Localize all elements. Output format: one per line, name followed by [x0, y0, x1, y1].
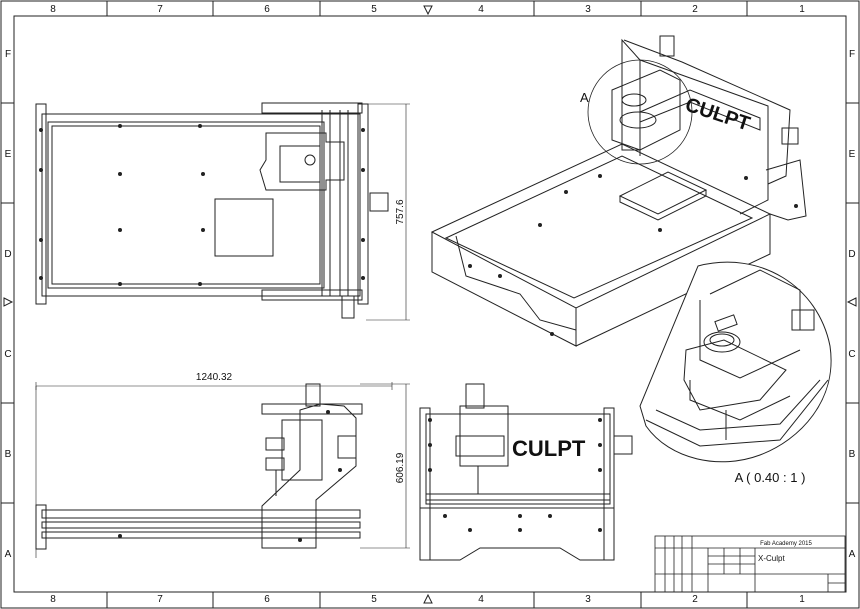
col-label-bottom: 8 — [50, 594, 56, 605]
detail-label: A ( 0.40 : 1 ) — [735, 470, 806, 485]
detail-circle — [587, 59, 693, 165]
col-label-top: 1 — [799, 4, 805, 15]
col-label-bottom: 3 — [585, 594, 591, 605]
row-label-right: A — [849, 549, 856, 560]
row-label-right: D — [848, 249, 855, 260]
col-label-top: 5 — [371, 4, 377, 15]
row-label-left: A — [5, 549, 12, 560]
title-block-header: Fab Academy 2015 — [760, 541, 812, 547]
column-labels: 8 7 6 5 4 3 2 1 8 7 6 5 4 3 2 1 — [50, 4, 805, 605]
right-view-branding: CULPT — [512, 436, 586, 461]
row-label-right: C — [848, 349, 855, 360]
col-label-top: 8 — [50, 4, 56, 15]
inner-border — [13, 15, 847, 593]
col-label-bottom: 7 — [157, 594, 163, 605]
row-label-right: E — [849, 149, 856, 160]
dimension-front-width: 1240.32 — [196, 372, 233, 383]
row-labels: F E D C B A F E D C B A — [4, 49, 855, 560]
col-label-bottom: 2 — [692, 594, 698, 605]
row-label-left: D — [4, 249, 11, 260]
row-label-left: C — [4, 349, 11, 360]
dimension-top-height: 757.6 — [395, 199, 406, 224]
col-label-top: 6 — [264, 4, 270, 15]
top-view — [35, 102, 410, 321]
row-label-left: F — [5, 49, 11, 60]
detail-view — [639, 261, 832, 463]
title-block — [654, 535, 846, 593]
row-label-left: B — [5, 449, 12, 460]
col-label-bottom: 1 — [799, 594, 805, 605]
workpiece-top — [214, 198, 274, 257]
dimension-front-height: 606.19 — [395, 452, 406, 483]
col-label-bottom: 6 — [264, 594, 270, 605]
isometric-view — [430, 35, 807, 347]
title-block-name: X-Culpt — [758, 554, 785, 563]
col-label-bottom: 5 — [371, 594, 377, 605]
col-label-bottom: 4 — [478, 594, 484, 605]
col-label-top: 2 — [692, 4, 698, 15]
row-label-left: E — [5, 149, 12, 160]
row-label-right: F — [849, 49, 855, 60]
right-view — [419, 383, 633, 561]
row-label-right: B — [849, 449, 856, 460]
center-marks — [3, 5, 857, 604]
col-label-top: 7 — [157, 4, 163, 15]
col-label-top: 4 — [478, 4, 484, 15]
detail-marker: A — [580, 90, 589, 105]
front-view — [35, 382, 410, 558]
col-label-top: 3 — [585, 4, 591, 15]
